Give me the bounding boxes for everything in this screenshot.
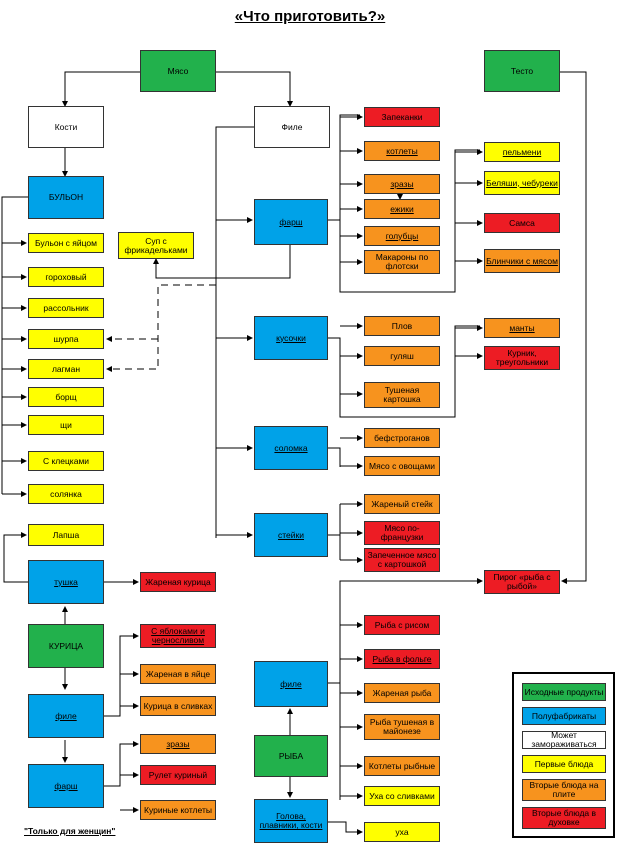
node-kuritsa-slivkakh: Курица в сливках xyxy=(140,696,216,716)
node-kletskami: С клецками xyxy=(28,451,104,471)
node-zharenaya-kuritsa: Жареная курица xyxy=(140,572,216,592)
node-kusochki: кусочки xyxy=(254,316,328,360)
node-borsch: борщ xyxy=(28,387,104,407)
legend: Исходные продукты Полуфабрикаты Может за… xyxy=(512,672,615,838)
node-bulon: БУЛЬОН xyxy=(28,176,104,219)
node-rassolnik: рассольник xyxy=(28,298,104,318)
node-schi: щи xyxy=(28,415,104,435)
node-zhareny-steik: Жареный стейк xyxy=(364,494,440,514)
node-kosti: Кости xyxy=(28,106,104,148)
node-zapechennoe-myaso: Запеченное мясо с картошкой xyxy=(364,548,440,572)
node-zapekanki: Запеканки xyxy=(364,107,440,127)
node-kurinye-kotlety: Куриные котлеты xyxy=(140,800,216,820)
node-zrazy: зразы xyxy=(364,174,440,194)
node-myaso-ovoschi: Мясо с овощами xyxy=(364,456,440,476)
node-kur-file: филе xyxy=(28,694,104,738)
legend-item-source: Исходные продукты xyxy=(522,683,606,701)
node-ukha: уха xyxy=(364,822,440,842)
node-kurnik: Курник, треугольники xyxy=(484,346,560,370)
node-file: Филе xyxy=(254,106,330,148)
node-ukha-slivkami: Уха со сливками xyxy=(364,786,440,806)
node-tushka: тушка xyxy=(28,560,104,604)
node-zharenaya-v-yaitse: Жареная в яйце xyxy=(140,664,216,684)
node-bulon-yaitso: Бульон с яйцом xyxy=(28,233,104,253)
node-pelmeni: пельмени xyxy=(484,142,560,162)
node-kuritsa: КУРИЦА xyxy=(28,624,104,668)
node-ryba-folge: Рыба в фольге xyxy=(364,649,440,669)
footnote: "Только для женщин" xyxy=(24,826,116,836)
node-steiki: стейки xyxy=(254,513,328,557)
node-pirog-ryba: Пирог «рыба с рыбой» xyxy=(484,570,560,594)
node-shurpa: шурпа xyxy=(28,329,104,349)
node-solyanka: солянка xyxy=(28,484,104,504)
diagram-title: «Что приготовить?» xyxy=(234,8,386,25)
node-zharenaya-ryba: Жареная рыба xyxy=(364,683,440,703)
node-riba: РЫБА xyxy=(254,735,328,777)
node-belyashi: Беляши, чебуреки xyxy=(484,171,560,195)
node-solomka: соломка xyxy=(254,426,328,470)
node-golubtsy: голубцы xyxy=(364,226,440,246)
node-sup-frikadelki: Суп с фрикадельками xyxy=(118,232,194,259)
node-myaso: Мясо xyxy=(140,50,216,92)
node-gorokhovy: гороховый xyxy=(28,267,104,287)
legend-item-first: Первые блюда xyxy=(522,755,606,773)
node-rulet: Рулет куриный xyxy=(140,765,216,785)
node-befstroganov: бефстроганов xyxy=(364,428,440,448)
node-manty: манты xyxy=(484,318,560,338)
node-tushenaya-kartoshka: Тушеная картошка xyxy=(364,382,440,408)
node-lapsha: Лапша xyxy=(28,524,104,546)
node-makarony: Макароны по флотски xyxy=(364,250,440,274)
legend-item-oven: Вторые блюда в духовке xyxy=(522,807,606,829)
node-blinchiki: Блинчики с мясом xyxy=(484,249,560,273)
node-ryba-file: филе xyxy=(254,661,328,707)
node-ryba-risom: Рыба с рисом xyxy=(364,615,440,635)
node-kotlety-rybnye: Котлеты рыбные xyxy=(364,756,440,776)
node-plov: Плов xyxy=(364,316,440,336)
node-gulyash: гуляш xyxy=(364,346,440,366)
legend-item-stove: Вторые блюда на плите xyxy=(522,779,606,801)
node-samsa: Самса xyxy=(484,213,560,233)
node-kotlety: котлеты xyxy=(364,141,440,161)
legend-item-semi: Полуфабрикаты xyxy=(522,707,606,725)
node-lagman: лагман xyxy=(28,359,104,379)
node-kur-farsh: фарш xyxy=(28,764,104,808)
node-yablokami: С яблоками и черносливом xyxy=(140,624,216,648)
node-ezhiki: ежики xyxy=(364,199,440,219)
node-ryba-tushenaya: Рыба тушеная в майонезе xyxy=(364,714,440,740)
node-myaso-frantsuzski: Мясо по-французки xyxy=(364,521,440,545)
legend-item-freeze: Может замораживаться xyxy=(522,731,606,749)
node-kur-zrazy: зразы xyxy=(140,734,216,754)
node-testo: Тесто xyxy=(484,50,560,92)
node-golova: Голова, плавники, кости xyxy=(254,799,328,843)
node-farsh: фарш xyxy=(254,199,328,245)
